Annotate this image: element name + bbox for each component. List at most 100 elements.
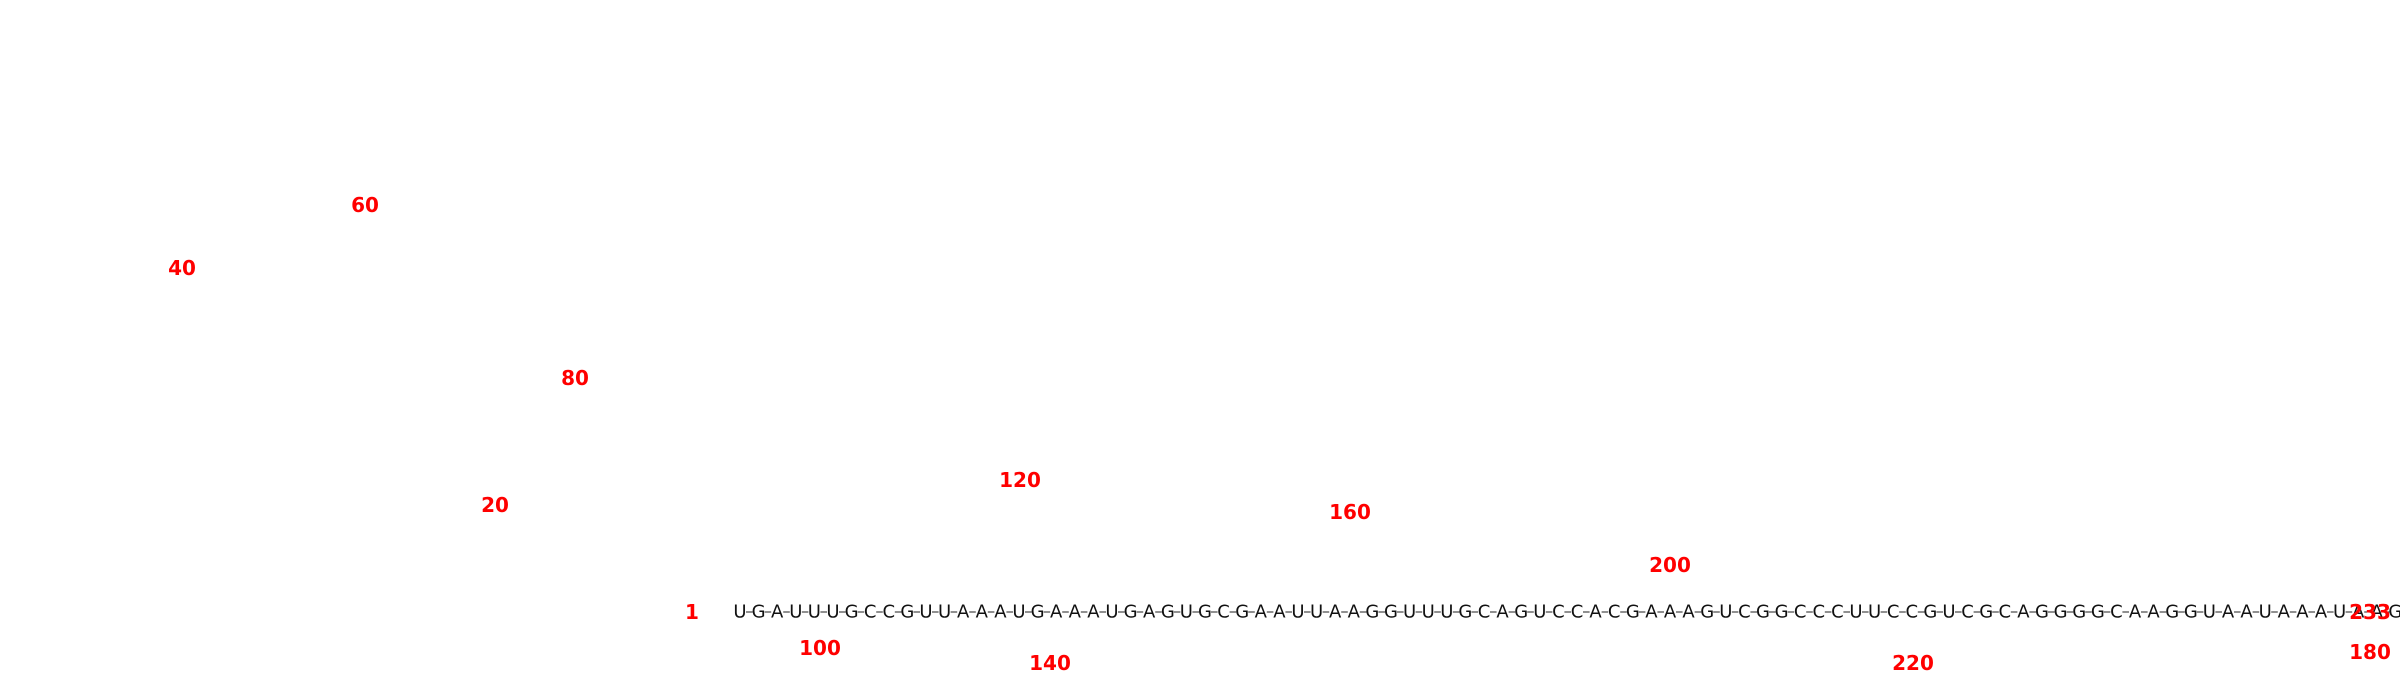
nucleotide: U: [1012, 602, 1025, 623]
nucleotide: A: [2017, 602, 2030, 623]
nucleotide: C: [1999, 602, 2012, 623]
nucleotide: A: [1255, 602, 1268, 623]
nucleotide: C: [1961, 602, 1974, 623]
nucleotide: G: [2388, 602, 2400, 623]
nucleotide: C: [1571, 602, 1584, 623]
nucleotide: A: [1589, 602, 1602, 623]
nucleotide: C: [864, 602, 877, 623]
nucleotide: A: [2147, 602, 2160, 623]
nucleotide: U: [1440, 602, 1453, 623]
nucleotide: G: [1365, 602, 1379, 623]
nucleotide: A: [2371, 602, 2384, 623]
position-number-label: 1: [685, 600, 699, 624]
nucleotide: A: [976, 602, 989, 623]
nucleotide: A: [2222, 602, 2235, 623]
nucleotide: A: [1645, 602, 1658, 623]
nucleotide: U: [1533, 602, 1546, 623]
nucleotide: G: [1923, 602, 1937, 623]
nucleotide: G: [1031, 602, 1045, 623]
position-number-label: 200: [1649, 553, 1691, 577]
nucleotide: A: [2296, 602, 2309, 623]
nucleotide: G: [1161, 602, 1175, 623]
nucleotide: G: [1979, 602, 1993, 623]
position-number-label: 180: [2349, 640, 2391, 664]
nucleotide: A: [2278, 602, 2291, 623]
position-number-label: 120: [999, 468, 1041, 492]
position-number-label: 80: [561, 366, 589, 390]
nucleotide: G: [845, 602, 859, 623]
nucleotide: U: [938, 602, 951, 623]
nucleotide: C: [1478, 602, 1491, 623]
nucleotide: A: [957, 602, 970, 623]
nucleotide: C: [1831, 602, 1844, 623]
position-number-label: 140: [1029, 651, 1071, 675]
nucleotide: A: [1050, 602, 1063, 623]
nucleotide: G: [1235, 602, 1249, 623]
position-number-label: 160: [1329, 500, 1371, 524]
nucleotide: G: [1514, 602, 1528, 623]
nucleotide: G: [1756, 602, 1770, 623]
nucleotide: G: [2165, 602, 2179, 623]
nucleotide: A: [994, 602, 1007, 623]
nucleotide: U: [733, 602, 746, 623]
nucleotide: U: [2203, 602, 2216, 623]
nucleotide: G: [2054, 602, 2068, 623]
nucleotide: U: [2259, 602, 2272, 623]
position-number-label: 40: [168, 256, 196, 280]
nucleotide: A: [1069, 602, 1082, 623]
nucleotide: G: [2035, 602, 2049, 623]
nucleotide: C: [1794, 602, 1807, 623]
nucleotide: G: [900, 602, 914, 623]
nucleotide: A: [2315, 602, 2328, 623]
nucleotide: G: [1458, 602, 1472, 623]
nucleotide: C: [1608, 602, 1621, 623]
nucleotide: A: [771, 602, 784, 623]
nucleotide: U: [1849, 602, 1862, 623]
nucleotide: U: [1868, 602, 1881, 623]
nucleotide: A: [1348, 602, 1361, 623]
position-number-label: 60: [351, 193, 379, 217]
nucleotide: C: [1738, 602, 1751, 623]
nucleotide: A: [1273, 602, 1286, 623]
nucleotide: U: [1291, 602, 1304, 623]
nucleotide: U: [1310, 602, 1323, 623]
nucleotide: C: [1887, 602, 1900, 623]
nucleotide: A: [1329, 602, 1342, 623]
nucleotide: G: [1124, 602, 1138, 623]
nucleotide: A: [2240, 602, 2253, 623]
nucleotide: U: [1105, 602, 1118, 623]
nucleotide: A: [1496, 602, 1509, 623]
nucleotide: U: [789, 602, 802, 623]
nucleotide: U: [919, 602, 932, 623]
nucleotide: G: [2091, 602, 2105, 623]
nucleotide: C: [1906, 602, 1919, 623]
nucleotide: A: [1143, 602, 1156, 623]
nucleotide: U: [1403, 602, 1416, 623]
nucleotide: U: [2333, 602, 2346, 623]
nucleotide: C: [1552, 602, 1565, 623]
nucleotide: A: [1664, 602, 1677, 623]
nucleotide: A: [1087, 602, 1100, 623]
nucleotide: C: [2110, 602, 2123, 623]
nucleotide: A: [2352, 602, 2365, 623]
nucleotide: G: [1775, 602, 1789, 623]
nucleotide: U: [808, 602, 821, 623]
position-number-label: 220: [1892, 651, 1934, 675]
nucleotide: G: [1198, 602, 1212, 623]
nucleotide: G: [752, 602, 766, 623]
nucleotide: C: [883, 602, 896, 623]
nucleotide: U: [826, 602, 839, 623]
nucleotide: U: [1942, 602, 1955, 623]
position-number-label: 100: [799, 636, 841, 660]
nucleotide: G: [1626, 602, 1640, 623]
position-number-label: 20: [481, 493, 509, 517]
nucleotide: G: [1384, 602, 1398, 623]
nucleotide: G: [1700, 602, 1714, 623]
nucleotide: U: [1180, 602, 1193, 623]
nucleotide: U: [1719, 602, 1732, 623]
nucleotide: G: [2184, 602, 2198, 623]
nucleotide: C: [1813, 602, 1826, 623]
position-number-label: 233: [2349, 600, 2391, 624]
